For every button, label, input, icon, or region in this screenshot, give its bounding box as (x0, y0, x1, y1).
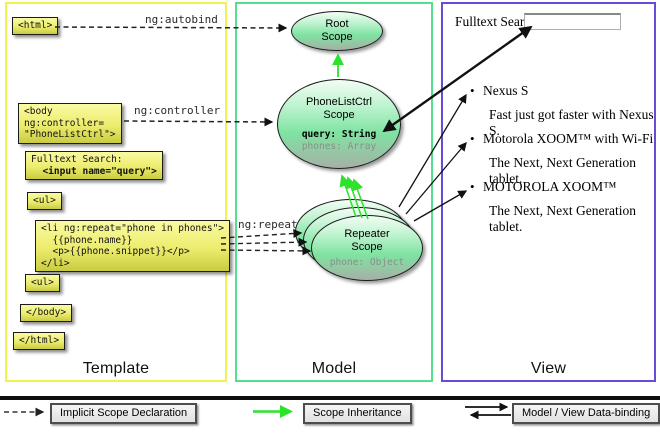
root-scope-ellipse: Root Scope (291, 11, 383, 51)
ng-autobind-label: ng:autobind (145, 13, 218, 26)
view-item-name: •Nexus S (470, 83, 529, 98)
code-html-close: </html> (13, 332, 66, 350)
legend-model-view-databinding: Model / View Data-binding (512, 403, 660, 424)
bullet-icon: • (470, 131, 475, 146)
view-item-name: •MOTOROLA XOOM™ (470, 179, 617, 194)
prop-phone: phone: Object (329, 256, 405, 268)
view-item-desc: The Next, Next Generation tablet. (489, 155, 636, 186)
ng-repeat-label: ng:repeat (238, 218, 298, 231)
prop-query: query: String (301, 128, 377, 140)
double-arrow-icon (465, 402, 511, 420)
bullet-icon: • (470, 179, 475, 194)
view-search-label: Fulltext Search: (455, 14, 541, 29)
code-fulltext-search: Fulltext Search: <input name="query"> (25, 151, 163, 180)
code-ul-open: <ul> (27, 192, 62, 210)
code-li-repeat: <li ng:repeat="phone in phones"> {{phone… (35, 220, 231, 272)
ng-controller-label: ng:controller (134, 104, 221, 117)
legend-scope-inheritance: Scope Inheritance (303, 403, 412, 424)
code-ul-close: <ul> (25, 274, 60, 292)
root-scope-title: Root Scope (321, 18, 353, 43)
view-item-name: •Motorola XOOM™ with Wi-Fi (470, 131, 654, 146)
legend-divider-rule (0, 396, 660, 400)
template-column-label: Template (82, 360, 150, 377)
green-arrow-icon (253, 405, 293, 418)
model-column (235, 2, 433, 382)
repeater-scope-ellipse: Repeater Scope phone: Object (311, 215, 423, 281)
code-body-close: </body> (20, 304, 73, 322)
code-body-open: <body ng:controller= "PhoneListCtrl"> (18, 103, 122, 144)
fulltext-search-input[interactable] (524, 13, 621, 30)
phonelistctrl-scope-title: PhoneListCtrl Scope (305, 95, 373, 121)
prop-phones: phones: Array (301, 140, 377, 152)
code-fulltext-line2: <input name="query"> (31, 165, 157, 177)
repeater-scope-title: Repeater Scope (344, 227, 390, 253)
phonelistctrl-scope-ellipse: PhoneListCtrl Scope query: String phones… (277, 79, 401, 169)
code-fulltext-line1: Fulltext Search: (31, 154, 123, 165)
model-column-label: Model (311, 360, 357, 377)
view-column-label: View (530, 360, 567, 377)
legend-implicit-scope: Implicit Scope Declaration (50, 403, 198, 424)
dashed-arrow-icon (4, 407, 45, 417)
bullet-icon: • (470, 83, 475, 98)
code-html-open: <html> (12, 17, 59, 35)
view-item-desc: The Next, Next Generation tablet. (489, 203, 636, 234)
